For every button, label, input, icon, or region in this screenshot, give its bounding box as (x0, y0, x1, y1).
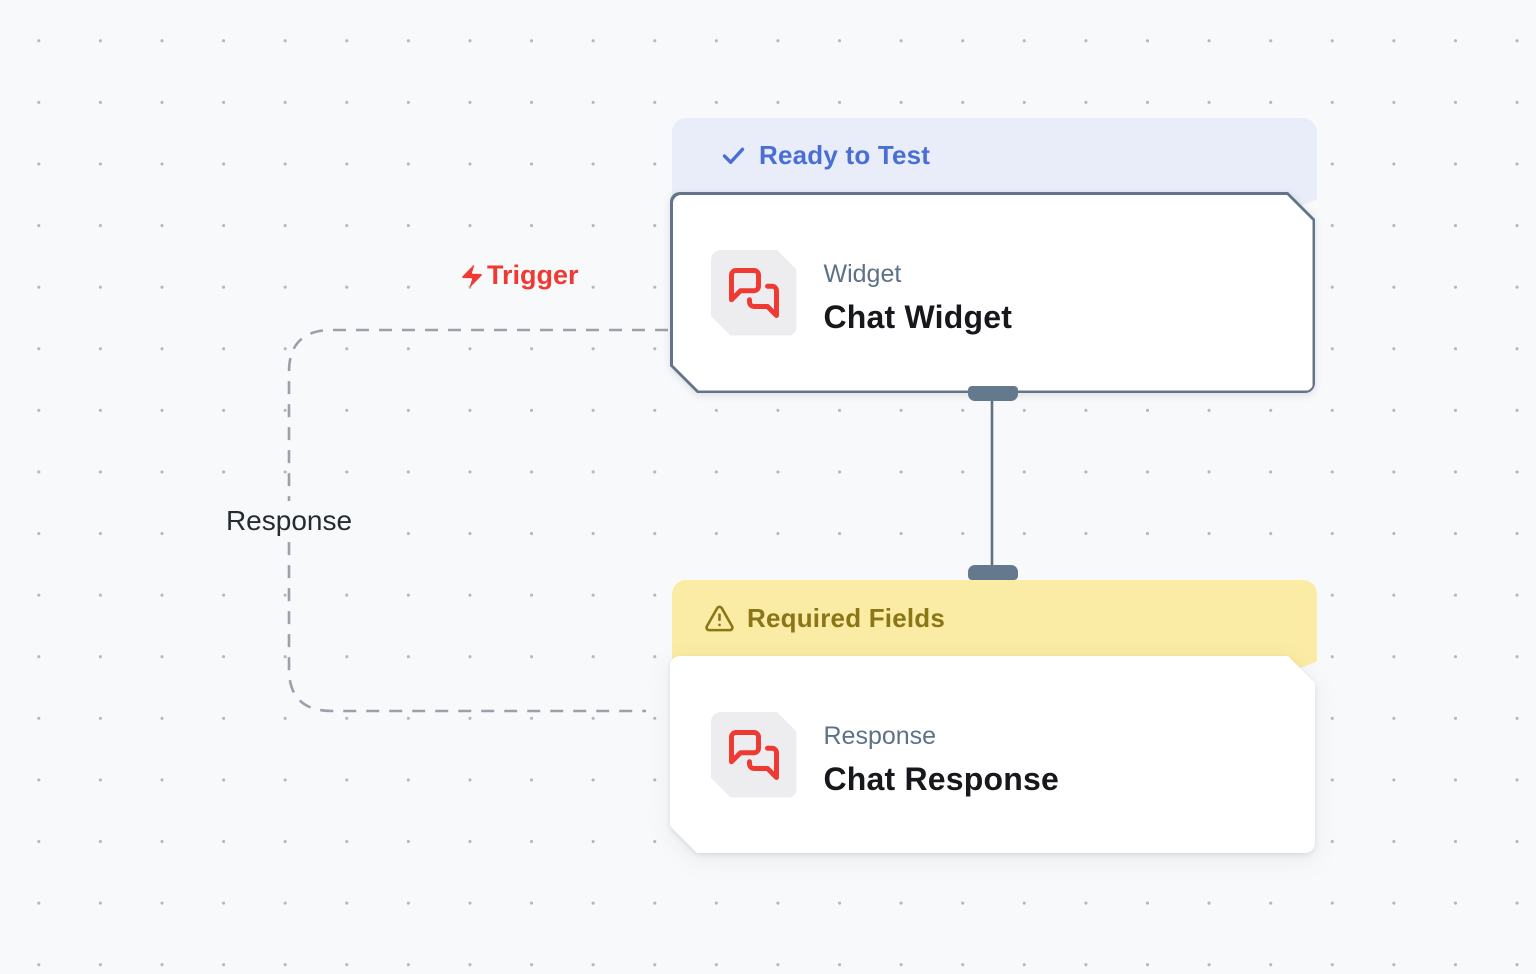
trigger-edge-label: Trigger (459, 260, 579, 291)
node-chat-widget[interactable]: Ready to Test Widget Chat Widget (670, 118, 1317, 401)
chat-bubbles-icon (727, 728, 781, 782)
zap-icon (459, 263, 485, 289)
node-category: Widget (823, 259, 902, 288)
node-category: Response (823, 721, 937, 750)
response-edge-label-text: Response (225, 505, 353, 536)
status-badge-label: Ready to Test (759, 139, 931, 170)
warning-icon (704, 603, 735, 634)
response-edge-label: Response (213, 501, 365, 541)
node-title: Chat Widget (823, 298, 1013, 335)
node-card-chat-widget[interactable]: Widget Chat Widget (670, 192, 1315, 393)
input-connector-handle[interactable] (968, 565, 1018, 580)
node-card-chat-response[interactable]: Response Chat Response (670, 656, 1315, 853)
check-icon (720, 142, 747, 169)
status-badge-label: Required Fields (747, 602, 946, 633)
chat-bubbles-icon (727, 266, 781, 320)
node-icon-tile (711, 712, 797, 798)
trigger-edge-label-text: Trigger (487, 260, 579, 290)
node-title: Chat Response (823, 760, 1060, 797)
node-icon-tile (711, 250, 797, 336)
node-chat-response[interactable]: Required Fields Response Chat Response (670, 565, 1317, 856)
output-connector-handle[interactable] (968, 386, 1018, 401)
